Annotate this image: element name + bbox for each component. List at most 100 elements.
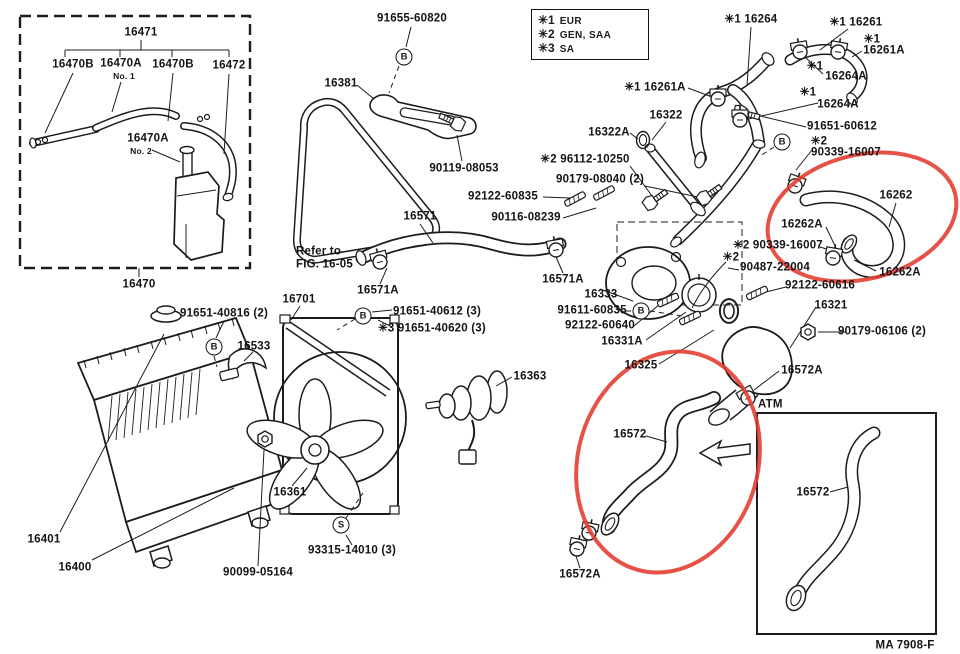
part-label: 16470B — [52, 58, 94, 71]
part-label: 91651-60612 — [807, 120, 877, 133]
part-label: 91651-40612 (3) — [392, 305, 482, 318]
part-label: 16261A — [863, 44, 905, 57]
asterisk-3-icon: ✳3 — [538, 41, 555, 55]
part-label: 16571A — [357, 284, 399, 297]
part-label: ✳1 16261A — [624, 81, 686, 94]
legend-row: ✳2 GEN, SAA — [538, 27, 642, 41]
part-label: ✳1 — [806, 60, 824, 73]
part-label: 16322A — [588, 126, 630, 139]
part-label: ✳1 — [863, 33, 881, 46]
part-label: 92122-60835 — [468, 190, 538, 203]
part-label: 90119-08053 — [429, 162, 499, 175]
part-label: 16471 — [124, 26, 158, 39]
part-label: ✳3 91651-40620 (3) — [378, 322, 486, 335]
part-label: ✳2 — [722, 251, 740, 264]
part-label: 90487-22004 — [740, 261, 810, 274]
part-label: ✳2 90339-16007 — [733, 239, 823, 252]
part-label: 16572 — [613, 428, 647, 441]
legend-text: GEN, SAA — [559, 30, 612, 41]
part-label: 92122-60616 — [785, 279, 855, 292]
part-label: ✳1 — [799, 86, 817, 99]
atm-inset-drawing — [756, 412, 937, 635]
part-label: 16361 — [273, 486, 307, 499]
part-label: 93315-14010 (3) — [307, 544, 397, 557]
part-label: 16333 — [584, 288, 618, 301]
part-label: 16572 — [796, 486, 830, 499]
highlight-circles — [574, 150, 959, 575]
bracket-16533-drawing — [219, 348, 268, 382]
part-label: 16264A — [817, 98, 859, 111]
part-label: 16322 — [649, 109, 683, 122]
part-label: ATM — [758, 398, 783, 411]
part-label: 90099-05164 — [223, 566, 293, 579]
callout-letter-b-icon: B — [632, 302, 650, 320]
highlight-ellipse-16572 — [574, 349, 762, 575]
part-label: 16470 — [122, 278, 156, 291]
part-label: ✳1 16264 — [724, 13, 778, 26]
part-label: 16470A — [127, 132, 169, 145]
part-label: 90179-08040 (2) — [555, 173, 645, 186]
part-label: Refer to — [296, 245, 342, 258]
leader-lines — [44, 26, 897, 569]
part-label: 91611-60835 — [557, 304, 627, 317]
callout-letter-b-icon: B — [205, 338, 223, 356]
callout-letter-s-icon: S — [332, 516, 350, 534]
part-label: 91651-40816 (2) — [179, 307, 269, 320]
part-label: 92122-60640 — [565, 319, 635, 332]
callout-letter-b-icon: B — [395, 48, 413, 66]
hose-16572-drawing — [600, 391, 751, 536]
fan-drawing — [246, 378, 384, 510]
part-label: 16572A — [781, 364, 823, 377]
asterisk-2-icon: ✳2 — [538, 27, 555, 41]
hose-16571-drawing — [355, 231, 567, 266]
part-label: 16470A — [100, 57, 142, 70]
legend-text: SA — [559, 44, 575, 55]
part-label: 16470B — [152, 58, 194, 71]
part-label: 16381 — [324, 77, 358, 90]
fan-shroud-drawing — [273, 314, 407, 515]
part-label: FIG. 16-05 — [296, 258, 353, 271]
reservoir-assembly-drawing — [18, 14, 252, 270]
part-label: 16472 — [212, 59, 246, 72]
part-label: 16363 — [513, 370, 547, 383]
part-label: 16321 — [814, 299, 848, 312]
part-label: 90179-06106 (2) — [837, 325, 927, 338]
part-label: 16331A — [601, 335, 643, 348]
part-label: 91655-60820 — [377, 12, 447, 25]
part-label: 16571 — [403, 210, 437, 223]
thermostat-housing-drawing — [605, 221, 793, 426]
bracket-16381-drawing — [369, 94, 477, 140]
part-label: 16262A — [781, 218, 823, 231]
fan-motor-drawing — [425, 370, 508, 465]
part-label: No. 1 — [113, 70, 135, 81]
part-label: 16533 — [237, 340, 271, 353]
legend-row: ✳3 SA — [538, 41, 642, 55]
part-label: No. 2 — [130, 145, 152, 156]
part-label: 16572A — [559, 568, 601, 581]
legend-row: ✳1 EUR — [538, 13, 642, 27]
part-label: MA 7908-F — [875, 639, 935, 652]
part-label: 16264A — [825, 70, 867, 83]
asterisk-1-icon: ✳1 — [538, 13, 555, 27]
part-label: 90339-16007 — [811, 146, 881, 159]
legend-box: ✳1 EUR ✳2 GEN, SAA ✳3 SA — [531, 9, 649, 60]
part-label: 16400 — [58, 561, 92, 574]
part-label: ✳2 — [810, 135, 828, 148]
part-label: 16401 — [27, 533, 61, 546]
hose-16262-drawing — [799, 190, 906, 278]
part-label: ✳1 16261 — [829, 16, 883, 29]
part-label: 16571A — [542, 273, 584, 286]
part-label: ✳2 96112-10250 — [540, 153, 630, 166]
legend-text: EUR — [559, 16, 583, 27]
part-label: 16262 — [879, 189, 913, 202]
part-label: 16325 — [624, 359, 658, 372]
part-label: 16262A — [879, 266, 921, 279]
highlight-ellipse-16262 — [765, 150, 959, 284]
callout-letter-b-icon: B — [773, 133, 791, 151]
part-label: 16701 — [282, 293, 316, 306]
pointer-arrow — [698, 439, 751, 467]
callout-letter-b-icon: B — [354, 307, 372, 325]
